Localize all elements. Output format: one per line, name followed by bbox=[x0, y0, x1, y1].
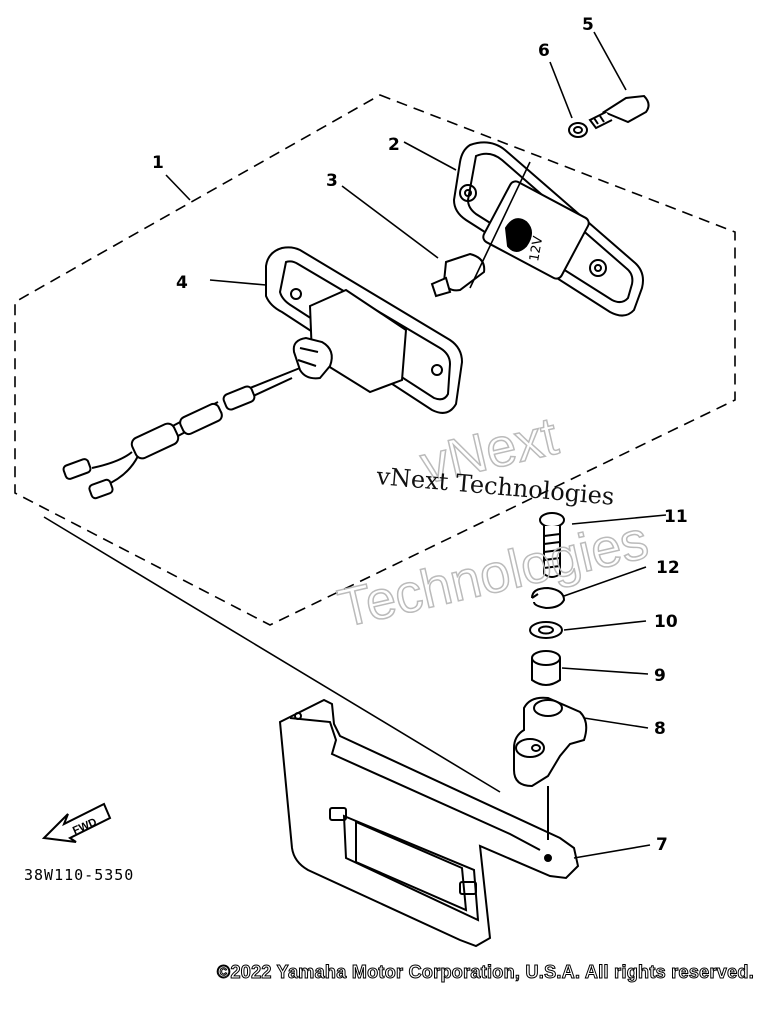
copyright-notice: ©2022 Yamaha Motor Corporation, U.S.A. A… bbox=[216, 962, 754, 983]
callout-7: 7 bbox=[656, 835, 668, 855]
callout-5: 5 bbox=[582, 15, 594, 35]
callout-4: 4 bbox=[176, 273, 188, 293]
pivot-block bbox=[513, 696, 588, 840]
callout-1: 1 bbox=[152, 153, 164, 173]
lock-washer-12 bbox=[531, 586, 566, 610]
watermark: vNext Technologies vNext Technologies bbox=[332, 405, 654, 640]
leader-lines bbox=[43, 31, 667, 859]
lamp-housing bbox=[265, 246, 464, 414]
wiring-harness bbox=[62, 367, 301, 500]
washer-10 bbox=[529, 621, 563, 639]
lens-cover bbox=[452, 141, 644, 317]
callout-8: 8 bbox=[654, 719, 666, 739]
callout-6: 6 bbox=[538, 41, 550, 61]
bracket bbox=[278, 698, 580, 948]
spacer-9 bbox=[531, 650, 561, 686]
part-code: 38W110-5350 bbox=[24, 866, 134, 884]
watermark-outline-technologies: Technologies bbox=[333, 510, 654, 639]
callout-9: 9 bbox=[654, 666, 666, 686]
bolt-11 bbox=[539, 512, 565, 578]
assembly-boundary bbox=[14, 94, 736, 626]
washer-6 bbox=[568, 122, 588, 138]
callout-10: 10 bbox=[654, 612, 678, 632]
callout-12: 12 bbox=[656, 558, 680, 578]
callout-11: 11 bbox=[664, 507, 688, 527]
lamp-voltage-label: 12V bbox=[527, 235, 546, 263]
bulb bbox=[430, 252, 486, 298]
forward-arrow-icon: FWD bbox=[41, 802, 112, 843]
callout-2: 2 bbox=[388, 135, 400, 155]
screw-5 bbox=[588, 94, 650, 130]
callout-3: 3 bbox=[326, 171, 338, 191]
